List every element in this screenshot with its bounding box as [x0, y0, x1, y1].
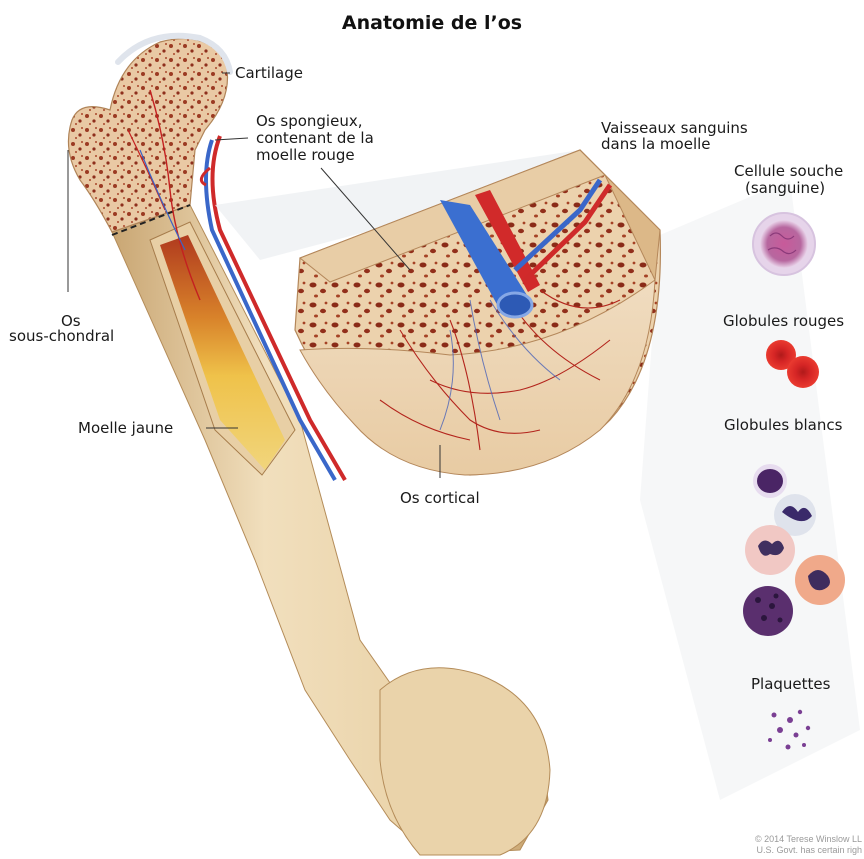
label-cartilage: Cartilage — [235, 65, 303, 82]
label-subchondral-line2: sous-chondral — [9, 328, 114, 345]
label-yellow-marrow: Moelle jaune — [78, 420, 173, 437]
label-spongy-bone-line1: Os spongieux, — [256, 113, 362, 130]
stem-cell — [753, 213, 815, 275]
label-platelets: Plaquettes — [751, 676, 830, 693]
label-spongy-bone-line3: moelle rouge — [256, 147, 355, 164]
copyright-line2: U.S. Govt. has certain righ — [756, 845, 862, 855]
label-white-blood-cells: Globules blancs — [724, 417, 842, 434]
label-red-blood-cells: Globules rouges — [723, 313, 844, 330]
copyright-line1: © 2014 Terese Winslow LL — [755, 834, 862, 844]
label-vessels-line2: dans la moelle — [601, 136, 711, 153]
label-spongy-bone-line2: contenant de la — [256, 130, 374, 147]
page-title: Anatomie de l’os — [0, 12, 864, 34]
label-cortical-bone: Os cortical — [400, 490, 480, 507]
label-stem-cell-line1: Cellule souche — [734, 163, 843, 180]
label-stem-cell-line2: (sanguine) — [745, 180, 825, 197]
